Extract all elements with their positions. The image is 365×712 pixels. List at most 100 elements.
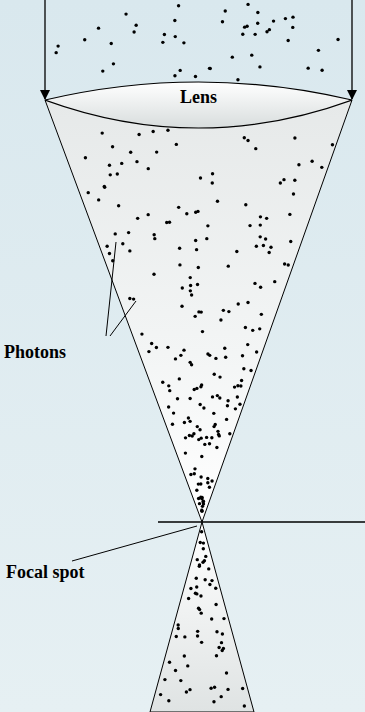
photon [207, 567, 210, 570]
photon [188, 434, 191, 437]
photon [205, 436, 208, 439]
photon [189, 587, 192, 590]
photon [265, 217, 268, 220]
photon [192, 432, 195, 435]
photon [248, 224, 251, 227]
photon [216, 394, 219, 397]
photon [129, 150, 132, 153]
photon [249, 369, 252, 372]
photon [208, 67, 211, 70]
photon [225, 418, 228, 421]
photon [209, 67, 212, 70]
photon [174, 35, 177, 38]
photon [121, 242, 124, 245]
photon [177, 4, 180, 7]
photon [199, 541, 202, 544]
photon [83, 38, 86, 41]
photon [163, 33, 166, 36]
photon [226, 404, 229, 407]
photon [97, 198, 100, 201]
photon [215, 630, 218, 633]
photon [152, 233, 155, 236]
photon [127, 231, 130, 234]
photon [237, 302, 240, 305]
photon [221, 20, 224, 23]
photon [222, 309, 225, 312]
photon [243, 136, 246, 139]
photon [272, 19, 275, 22]
photon [161, 41, 164, 44]
photon [167, 384, 170, 387]
photon [196, 210, 199, 213]
photon [54, 51, 57, 54]
photon [234, 407, 237, 410]
photon [199, 436, 202, 439]
photon [111, 145, 114, 148]
photon [167, 405, 170, 408]
part-label: Focal spot [6, 562, 85, 583]
photon [226, 399, 229, 402]
photon [227, 264, 230, 267]
photon [203, 443, 206, 446]
photon [187, 597, 190, 600]
photon [244, 326, 247, 329]
photon [253, 33, 256, 36]
photon [236, 78, 239, 81]
photon [201, 505, 204, 508]
photon [283, 262, 286, 265]
photon [258, 65, 261, 68]
photon [235, 250, 238, 253]
photon [238, 403, 241, 406]
photon [222, 617, 225, 620]
photon [166, 129, 169, 132]
photon [200, 383, 203, 386]
photon [219, 318, 222, 321]
photon [174, 357, 177, 360]
photon [226, 688, 229, 691]
photon [213, 686, 216, 689]
photon [155, 150, 158, 153]
photon [177, 206, 180, 209]
photon [190, 363, 193, 366]
photon [196, 634, 199, 637]
photon [195, 585, 198, 588]
photon [255, 245, 258, 248]
photon [200, 455, 203, 458]
photon [147, 167, 150, 170]
photon [178, 69, 181, 72]
part-label: Photons [4, 342, 66, 363]
photon [151, 130, 154, 133]
photon [168, 389, 171, 392]
photon [220, 641, 223, 644]
photon [291, 15, 294, 18]
photon [269, 246, 272, 249]
photon [198, 502, 201, 505]
photon [179, 354, 182, 357]
photon [194, 591, 197, 594]
light-cone [45, 100, 352, 522]
photon [256, 11, 259, 14]
photon [202, 406, 205, 409]
photon [185, 212, 188, 215]
photon [289, 240, 292, 243]
photon [239, 384, 242, 387]
photon [194, 75, 197, 78]
photon [193, 467, 196, 470]
photon [336, 38, 339, 41]
leader-line [72, 526, 197, 561]
photon [246, 343, 249, 346]
photon [188, 397, 191, 400]
photon [120, 162, 123, 165]
photon [134, 24, 137, 27]
photon [188, 688, 191, 691]
photon [178, 247, 181, 250]
diverging-cone [150, 522, 254, 712]
photon [262, 244, 265, 247]
photon [258, 235, 261, 238]
photon [209, 687, 212, 690]
photon [132, 297, 135, 300]
photon [218, 375, 221, 378]
photon [219, 695, 222, 698]
photon [242, 367, 245, 370]
photon [216, 430, 219, 433]
